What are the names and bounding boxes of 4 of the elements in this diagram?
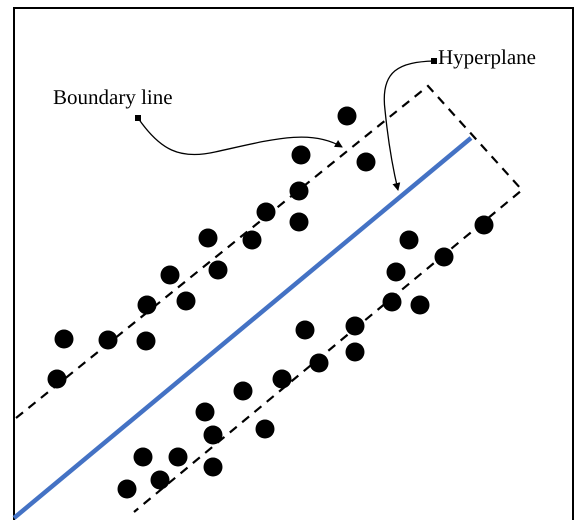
leader-line <box>384 58 437 191</box>
callout-label: Hyperplane <box>438 45 536 69</box>
leader-line <box>135 115 343 156</box>
callout-label: Boundary line <box>53 85 173 109</box>
